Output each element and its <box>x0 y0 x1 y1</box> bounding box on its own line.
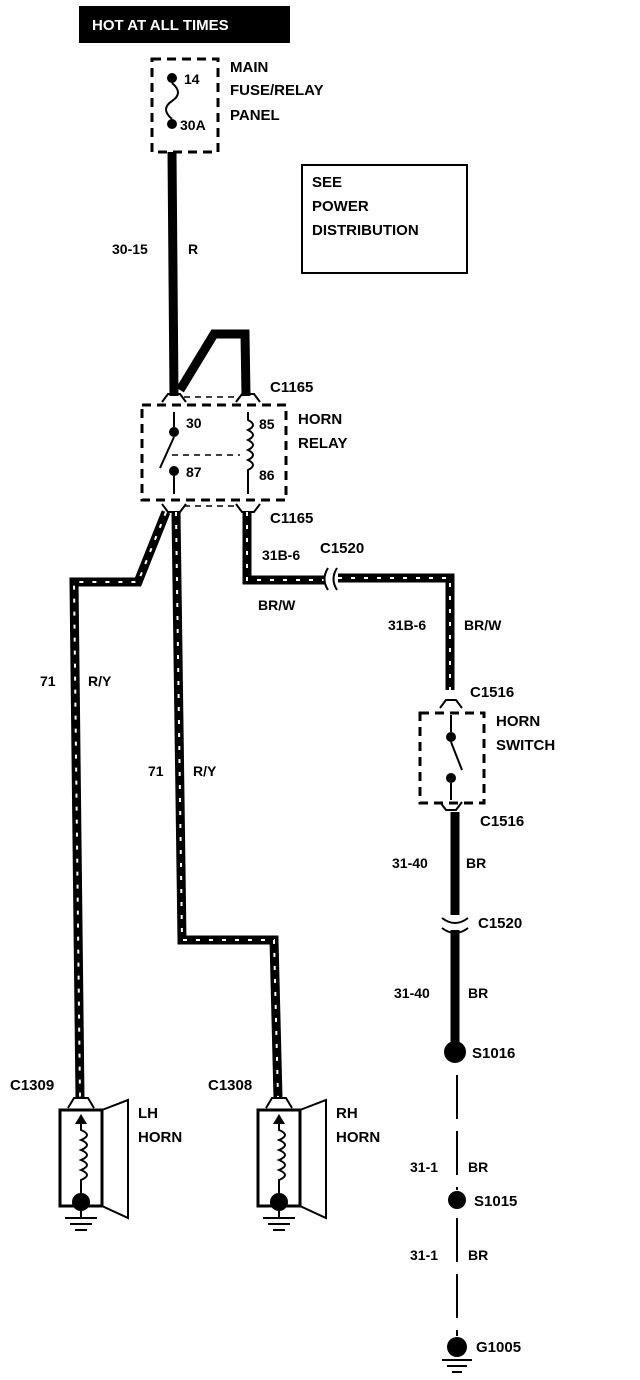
fuse-number: 14 <box>184 71 200 87</box>
ground-wire-4-color: BR <box>468 1247 488 1263</box>
splice-1-label: S1016 <box>472 1045 515 1062</box>
feed-wire-circuit: 30-15 <box>112 241 148 257</box>
rh-wire-color: R/Y <box>193 763 217 779</box>
fuse-rating: 30A <box>180 117 206 133</box>
relay-pin-86: 86 <box>259 467 275 483</box>
see-box-line-1: SEE <box>312 174 342 191</box>
relay-pin-85: 85 <box>259 416 275 432</box>
ground-wire-1-circuit: 31-40 <box>392 855 428 871</box>
rh-horn-connector: C1308 <box>208 1077 252 1094</box>
fuse-panel-label-1: MAIN <box>230 59 268 76</box>
horn-switch: C1516 C1516 HORN SWITCH <box>418 684 555 830</box>
horn-switch-connector-top: C1516 <box>470 684 514 701</box>
relay-label-1: HORN <box>298 411 342 428</box>
rh-horn-label-2: HORN <box>336 1129 380 1146</box>
ground-wire-1-color: BR <box>466 855 486 871</box>
relay-switch-wire-connector: C1520 <box>320 540 364 557</box>
relay-connector-top: C1165 <box>270 379 313 396</box>
rh-horn-label-1: RH <box>336 1105 358 1122</box>
hot-at-all-times-banner <box>79 6 290 43</box>
lh-wire-circuit: 71 <box>40 673 56 689</box>
feed-wire-color: R <box>188 241 198 257</box>
relay-switch-wire-circuit: 31B-6 <box>262 547 300 563</box>
relay-label-2: RELAY <box>298 435 347 452</box>
see-box-line-3: DISTRIBUTION <box>312 222 419 239</box>
splice-s1015-icon <box>448 1191 466 1209</box>
lh-horn-coil-icon <box>78 1118 88 1196</box>
ground-wire-2-color: BR <box>468 985 488 1001</box>
main-fuse-relay-panel: 14 30A MAIN FUSE/RELAY PANEL <box>150 57 324 154</box>
lh-horn-label-1: LH <box>138 1105 158 1122</box>
relay-pin-30: 30 <box>186 415 202 431</box>
lh-wire-color: R/Y <box>88 673 112 689</box>
rh-horn: C1308 RH HORN <box>208 1077 380 1231</box>
lh-horn: C1309 LH HORN <box>10 1077 182 1231</box>
switch-feed-wire-circuit: 31B-6 <box>388 617 426 633</box>
lh-horn-ground-icon <box>65 1211 97 1231</box>
rh-horn-coil-icon <box>276 1118 286 1196</box>
ground-wire-chain: 31-40 BR C1520 31-40 BR S1016 31-1 BR S1… <box>392 812 522 1373</box>
rh-horn-ground-icon <box>263 1211 295 1231</box>
relay-switch-wire-color: BR/W <box>258 597 296 613</box>
horn-switch-label-2: SWITCH <box>496 737 555 754</box>
fuse-panel-label-3: PANEL <box>230 107 280 124</box>
ground-wire-4-circuit: 31-1 <box>410 1247 438 1263</box>
ground-wire-3-circuit: 31-1 <box>410 1159 438 1175</box>
ground-wire-2-circuit: 31-40 <box>394 985 430 1001</box>
lh-horn-arrow-icon <box>75 1114 87 1124</box>
splice-s1016-icon <box>444 1041 466 1063</box>
relay-coil-icon <box>245 412 254 494</box>
switch-feed-wire-color: BR/W <box>464 617 502 633</box>
fuse-panel-label-2: FUSE/RELAY <box>230 82 324 99</box>
connector-c1520-upper-icon <box>323 567 338 591</box>
rh-wire-circuit: 71 <box>148 763 164 779</box>
rh-horn-arrow-icon <box>273 1114 285 1124</box>
horn-switch-label-1: HORN <box>496 713 540 730</box>
rh-horn-wire: 71 R/Y <box>148 511 283 1099</box>
connector-c1520-lower: C1520 <box>478 915 522 932</box>
ground-wire-3-color: BR <box>468 1159 488 1175</box>
relay-connector-bottom: C1165 <box>270 510 313 527</box>
fuse-icon <box>165 82 179 120</box>
horn-relay: 30 85 87 86 C1165 C1165 HORN RELAY <box>140 379 347 527</box>
relay-to-switch-wire: 31B-6 C1520 BR/W 31B-6 BR/W <box>242 512 502 690</box>
ground-g1005-icon <box>442 1359 472 1373</box>
see-power-distribution-box: SEE POWER DISTRIBUTION <box>301 164 468 274</box>
relay-pin-87: 87 <box>186 464 202 480</box>
horn-switch-connector-bottom: C1516 <box>480 813 524 830</box>
lh-horn-label-2: HORN <box>138 1129 182 1146</box>
feed-wire: 30-15 R <box>112 151 251 397</box>
see-box-line-2: POWER <box>312 198 369 215</box>
lh-horn-connector: C1309 <box>10 1077 54 1094</box>
banner-text: HOT AT ALL TIMES <box>92 17 229 34</box>
lh-horn-wire: 71 R/Y <box>40 510 171 1099</box>
splice-2-label: S1015 <box>474 1193 517 1210</box>
ground-label: G1005 <box>476 1339 521 1356</box>
